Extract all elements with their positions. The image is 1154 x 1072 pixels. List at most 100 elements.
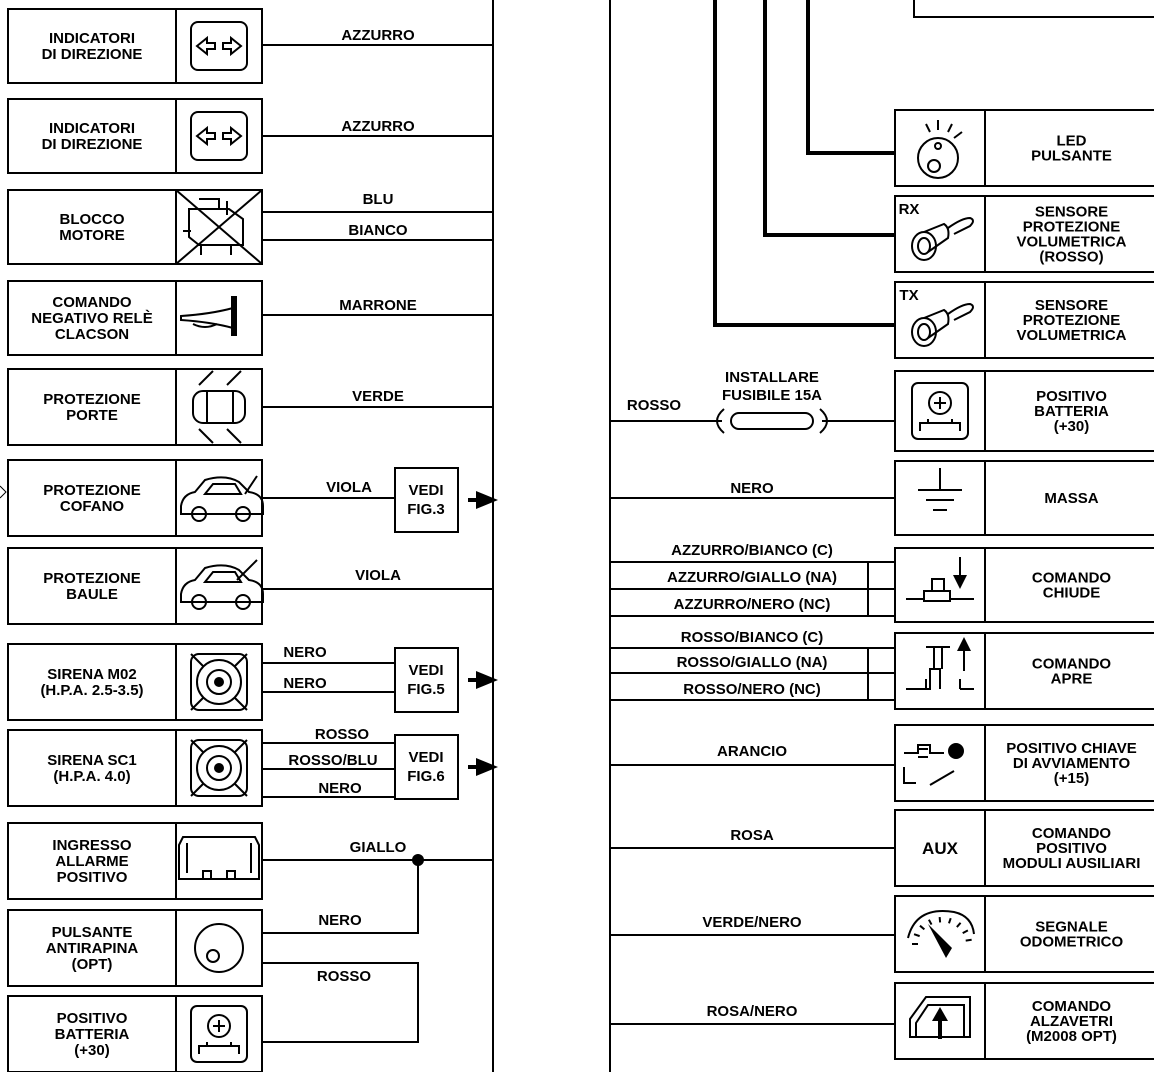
odometer-icon xyxy=(907,910,975,958)
car-hood-icon-part xyxy=(180,476,264,515)
push-button-icon-hole xyxy=(206,949,220,963)
turn-signal-arrows-icon-part xyxy=(222,125,243,147)
wire-label: ROSSO/BLU xyxy=(288,752,377,769)
fuse-label: INSTALLARE xyxy=(725,369,819,386)
siren-icon-cone xyxy=(196,659,242,705)
odometer-icon-needle xyxy=(928,924,952,958)
wire-label: NERO xyxy=(283,644,327,661)
component-label-alza: ALZAVETRI xyxy=(1030,1013,1113,1030)
component-box-porte xyxy=(7,368,177,446)
turn-signal-arrows-icon-frame xyxy=(190,21,248,71)
wire-label: ROSSO/GIALLO (NA) xyxy=(677,654,828,671)
see-figure-label: VEDI xyxy=(408,482,443,499)
component-box-ind1 xyxy=(7,8,177,84)
wire-label: AZZURRO xyxy=(341,118,415,135)
odometer-icon-part xyxy=(948,917,952,924)
ultrasonic-sensor-icon xyxy=(911,216,974,261)
wire-label: NERO xyxy=(730,480,774,497)
component-box-batt_r xyxy=(984,370,1154,452)
ground-icon-part xyxy=(918,468,962,511)
component-box-clacson xyxy=(7,280,177,356)
wire-path xyxy=(262,860,419,934)
wire-label: ROSA xyxy=(730,827,774,844)
wire-label: AZZURRO/BIANCO (C) xyxy=(671,542,833,559)
turn-signal-arrows-icon xyxy=(190,21,248,71)
wire-label: VERDE xyxy=(352,388,404,405)
alarm-module-icon xyxy=(178,836,260,880)
switch-down-icon-arrow xyxy=(953,575,967,589)
ultrasonic-sensor-icon-head xyxy=(917,237,931,255)
ignition-key-icon-part xyxy=(918,748,928,758)
odometer-icon-part xyxy=(965,938,972,942)
ground-icon xyxy=(918,468,962,511)
margin-arrow-icon xyxy=(0,485,7,499)
ultrasonic-sensor-icon-part xyxy=(923,222,950,253)
see-figure-arrow-icon xyxy=(476,671,498,689)
component-box-blocco xyxy=(7,189,177,265)
component-icon-box-cofano xyxy=(175,459,263,537)
component-label-batt_r: (+30) xyxy=(1054,418,1089,435)
wire-label: ROSA/NERO xyxy=(707,1003,798,1020)
turn-signal-arrows-icon-part xyxy=(222,35,243,57)
ultrasonic-sensor-icon-part xyxy=(947,302,974,321)
component-label-baule: BAULE xyxy=(66,586,118,603)
component-icon-box-chiude xyxy=(894,547,986,623)
fuse-label: FUSIBILE 15A xyxy=(722,387,822,404)
component-label-chiude: CHIUDE xyxy=(1043,585,1101,602)
crossed-engine-icon-part xyxy=(200,245,232,255)
component-box-chiude xyxy=(984,547,1154,623)
horn-icon-part xyxy=(192,323,218,328)
odometer-icon-part xyxy=(907,910,975,939)
component-label-sc1: SIRENA SC1 xyxy=(47,752,136,769)
turn-signal-arrows-icon-part xyxy=(195,35,216,57)
component-box-apre xyxy=(984,632,1154,710)
component-box-m02 xyxy=(7,643,177,721)
component-label-sc1: (H.P.A. 4.0) xyxy=(53,768,130,785)
battery-icon-plus-ring xyxy=(928,391,952,415)
top-module-box xyxy=(913,0,1154,18)
car-hood-icon-wheel xyxy=(191,506,207,522)
crossed-engine-icon xyxy=(175,189,263,265)
component-icon-box-aux xyxy=(894,809,986,887)
see-figure-box xyxy=(394,647,459,713)
ignition-key-icon xyxy=(903,743,964,786)
component-label-apre: APRE xyxy=(1051,671,1093,688)
component-label-chiave: DI AVVIAMENTO xyxy=(1013,755,1131,772)
sensor-tag-label: RX xyxy=(899,201,920,218)
component-label-odo: ODOMETRICO xyxy=(1020,934,1124,951)
component-label-rx: (ROSSO) xyxy=(1039,249,1103,266)
push-button-icon-ring xyxy=(194,923,244,973)
wire-label: ROSSO xyxy=(317,968,372,985)
car-trunk-icon-wheel xyxy=(191,594,207,610)
rx-wire xyxy=(763,0,895,237)
switch-down-icon-part xyxy=(906,557,974,602)
wire-label: GIALLO xyxy=(350,839,407,856)
fuse-icon xyxy=(716,408,828,434)
fuse-icon xyxy=(730,412,814,430)
battery-icon-frame xyxy=(190,1005,248,1063)
siren-icon xyxy=(190,739,248,797)
wire-path xyxy=(262,962,419,1043)
led-icon-lens xyxy=(927,159,941,173)
switch-up-icon-part xyxy=(906,643,974,690)
component-layer xyxy=(7,8,1154,1072)
odometer-icon-part xyxy=(919,924,926,931)
car-trunk-icon-part xyxy=(236,559,258,581)
component-icon-box-ind1 xyxy=(175,8,263,84)
component-label-pulsante: ANTIRAPINA xyxy=(46,940,139,957)
turn-signal-arrows-icon xyxy=(190,111,248,161)
car-doors-icon-part xyxy=(198,370,242,444)
car-doors-icon-body xyxy=(192,390,246,424)
component-box-alza xyxy=(984,982,1154,1060)
wire-label: AZZURRO/GIALLO (NA) xyxy=(667,569,837,586)
component-label-batt_l: BATTERIA xyxy=(55,1026,130,1043)
component-label-tx: SENSORE xyxy=(1035,297,1108,314)
see-figure-arrow-icon xyxy=(476,758,498,776)
component-label-batt_r: POSITIVO xyxy=(1036,388,1107,405)
wire-label: NERO xyxy=(283,675,327,692)
car-trunk-icon-wheel xyxy=(235,594,251,610)
led-icon xyxy=(917,120,963,179)
component-label-aux: MODULI AUSILIARI xyxy=(1003,855,1141,872)
